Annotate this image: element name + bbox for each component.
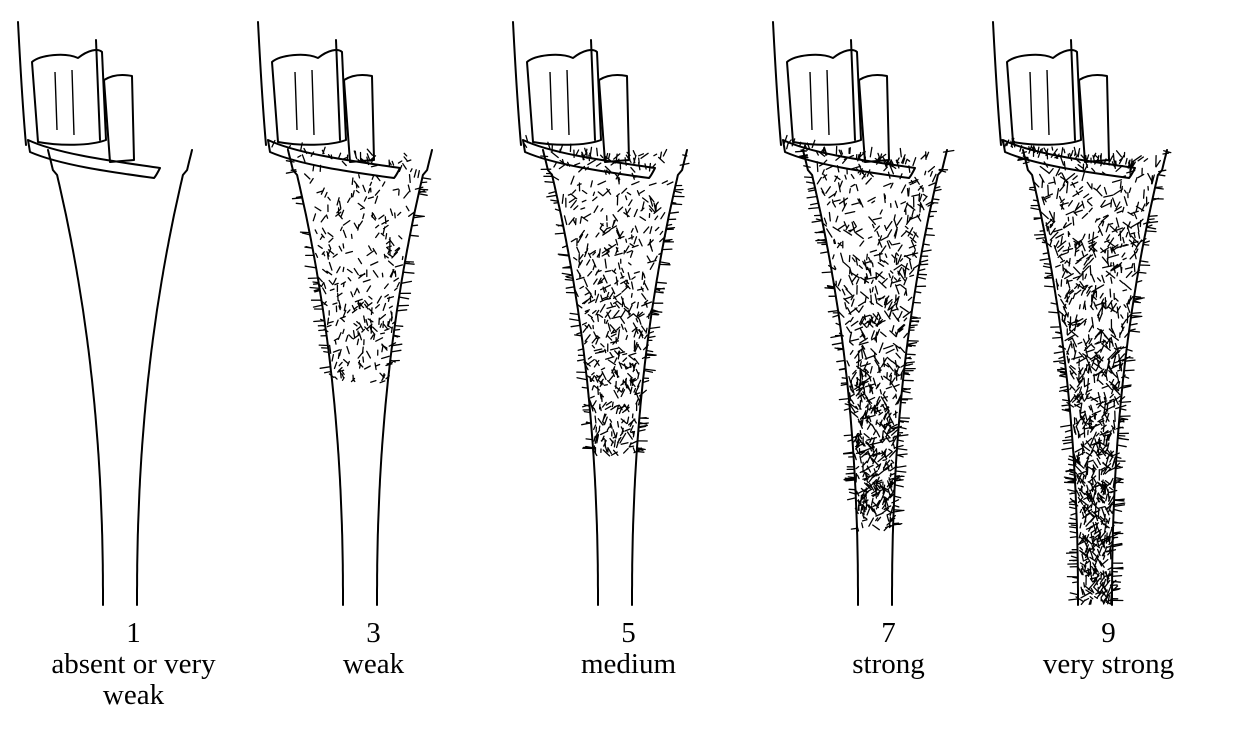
score-number: 3 <box>250 618 497 649</box>
panel-score-7: 7 strong <box>765 0 1012 744</box>
stem-illustration <box>250 0 497 620</box>
hairs <box>784 136 953 531</box>
inner-culm-piece <box>104 75 134 162</box>
sheath-right-edge <box>137 150 192 605</box>
leaf-edge-line <box>96 40 100 140</box>
leaf-blade-line <box>993 22 1001 145</box>
inner-culm-piece <box>859 75 889 162</box>
leaf-edge-line <box>336 40 340 140</box>
culm-veins <box>1030 70 1049 135</box>
stem-illustration <box>985 0 1232 620</box>
stem-illustration <box>505 0 752 620</box>
culm-piece <box>272 50 346 145</box>
culm-veins <box>550 70 569 135</box>
hairs <box>1002 138 1171 604</box>
panel-score-5: 5 medium <box>505 0 752 744</box>
panel-score-1: 1 absent or very weak <box>10 0 257 744</box>
inner-culm-piece <box>599 75 629 162</box>
leaf-edge-line <box>1071 40 1075 140</box>
hairs <box>272 141 431 383</box>
sheath-right-edge <box>632 150 687 605</box>
culm-piece <box>32 50 106 145</box>
culm-piece <box>1007 50 1081 145</box>
leaf-blade-line <box>18 22 26 145</box>
culm-veins <box>55 70 74 135</box>
culm-piece <box>787 50 861 145</box>
score-number: 9 <box>985 618 1232 649</box>
leaf-edge-line <box>591 40 595 140</box>
score-label: very strong <box>985 649 1232 680</box>
stem-illustration <box>10 0 257 620</box>
sheath-left-edge <box>48 150 103 605</box>
score-label: medium <box>505 649 752 680</box>
sheath-left-edge <box>1023 150 1078 605</box>
ligule-band <box>783 140 915 178</box>
stem-illustration <box>765 0 1012 620</box>
leaf-edge-line <box>851 40 855 140</box>
ligule-band <box>28 140 160 178</box>
caption: 3 weak <box>250 618 497 680</box>
leaf-blade-line <box>773 22 781 145</box>
score-label: weak <box>250 649 497 680</box>
leaf-blade-line <box>258 22 266 145</box>
hairs <box>524 136 689 456</box>
culm-veins <box>810 70 829 135</box>
caption: 5 medium <box>505 618 752 680</box>
inner-culm-piece <box>1079 75 1109 162</box>
score-label: strong <box>765 649 1012 680</box>
culm-piece <box>527 50 601 145</box>
panel-score-9: 9 very strong <box>985 0 1232 744</box>
panel-score-3: 3 weak <box>250 0 497 744</box>
caption: 9 very strong <box>985 618 1232 680</box>
sheath-right-edge <box>1112 150 1167 605</box>
caption: 7 strong <box>765 618 1012 680</box>
inner-culm-piece <box>344 75 374 162</box>
score-number: 7 <box>765 618 1012 649</box>
score-number: 5 <box>505 618 752 649</box>
score-label: absent or very weak <box>10 649 257 711</box>
leaf-blade-line <box>513 22 521 145</box>
culm-veins <box>295 70 314 135</box>
caption: 1 absent or very weak <box>10 618 257 711</box>
score-number: 1 <box>10 618 257 649</box>
